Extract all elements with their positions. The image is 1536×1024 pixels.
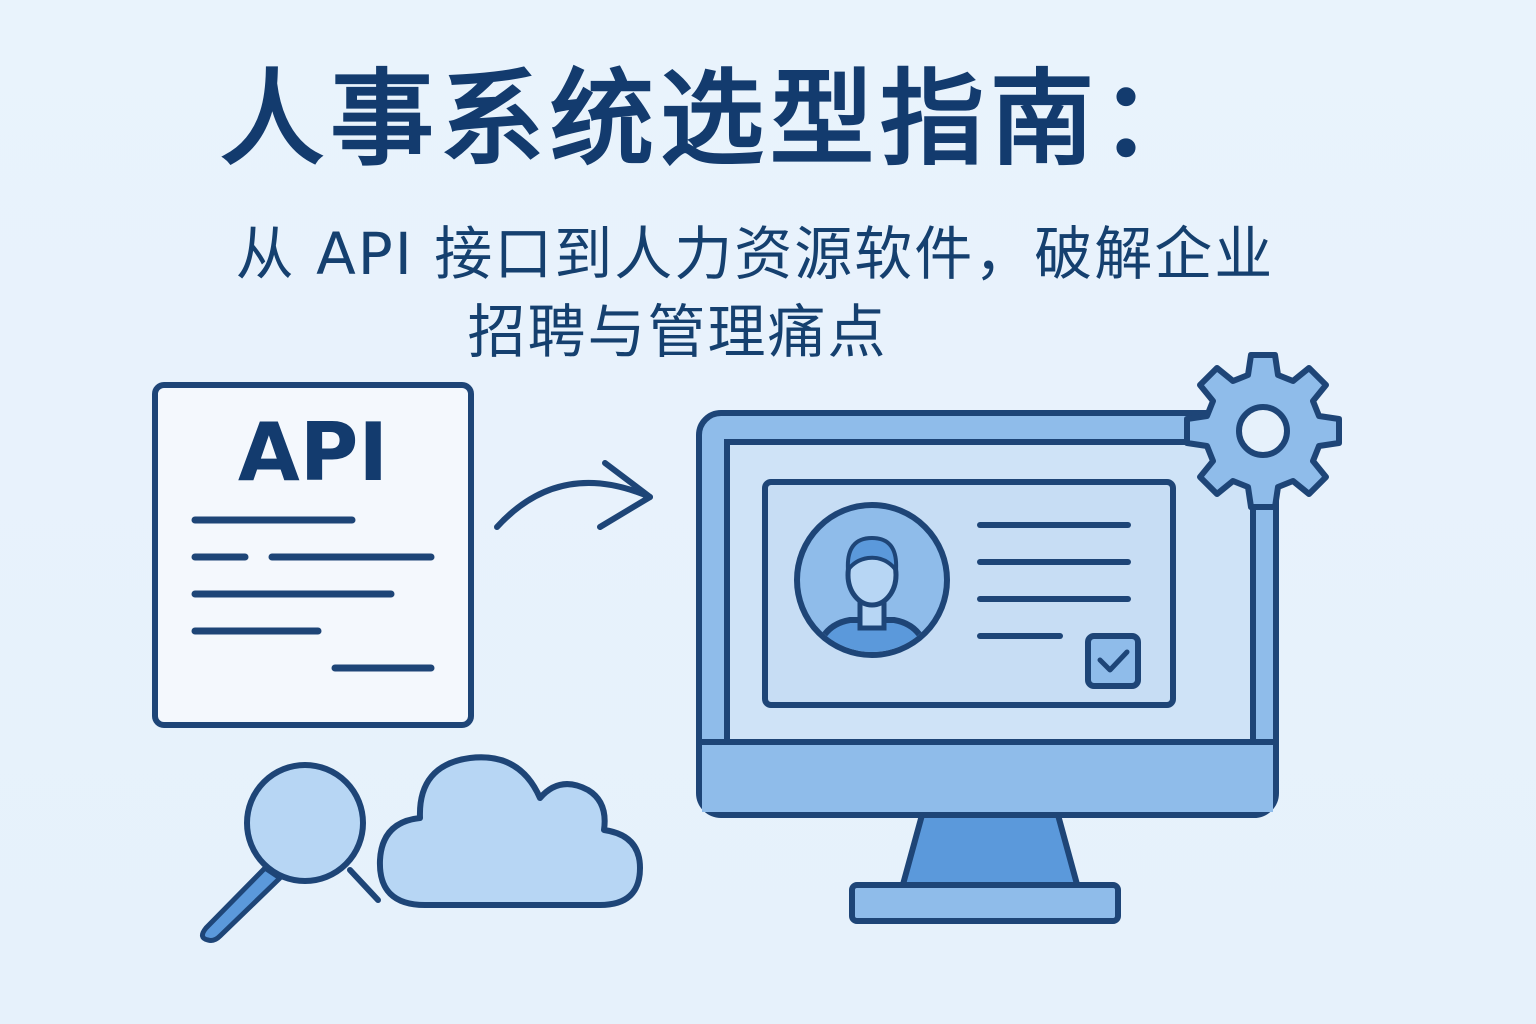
monitor-stand: [899, 812, 1081, 891]
monitor-icon: [696, 410, 1279, 924]
cloud-icon: [376, 754, 643, 908]
checkbox-checked-icon: [1085, 633, 1141, 689]
magnifier-icon: [200, 762, 381, 943]
subtitle-line-1: 从 API 接口到人力资源软件，破解企业: [235, 220, 1275, 288]
user-avatar-icon: [794, 502, 950, 658]
page-title: 人事系统选型指南：: [219, 58, 1210, 180]
page-subtitle: 从 API 接口到人力资源软件，破解企业 招聘与管理痛点: [0, 215, 1510, 371]
api-label: API: [238, 406, 388, 499]
profile-card-lines: [977, 522, 1131, 639]
subtitle-line-2: 招聘与管理痛点: [467, 298, 888, 366]
gear-icon: [1184, 352, 1342, 510]
curved-arrow-icon: [494, 460, 653, 530]
monitor-chin: [702, 742, 1273, 812]
api-document-icon: API: [152, 382, 474, 728]
monitor-base: [849, 882, 1121, 924]
document-text-lines: [191, 516, 435, 672]
